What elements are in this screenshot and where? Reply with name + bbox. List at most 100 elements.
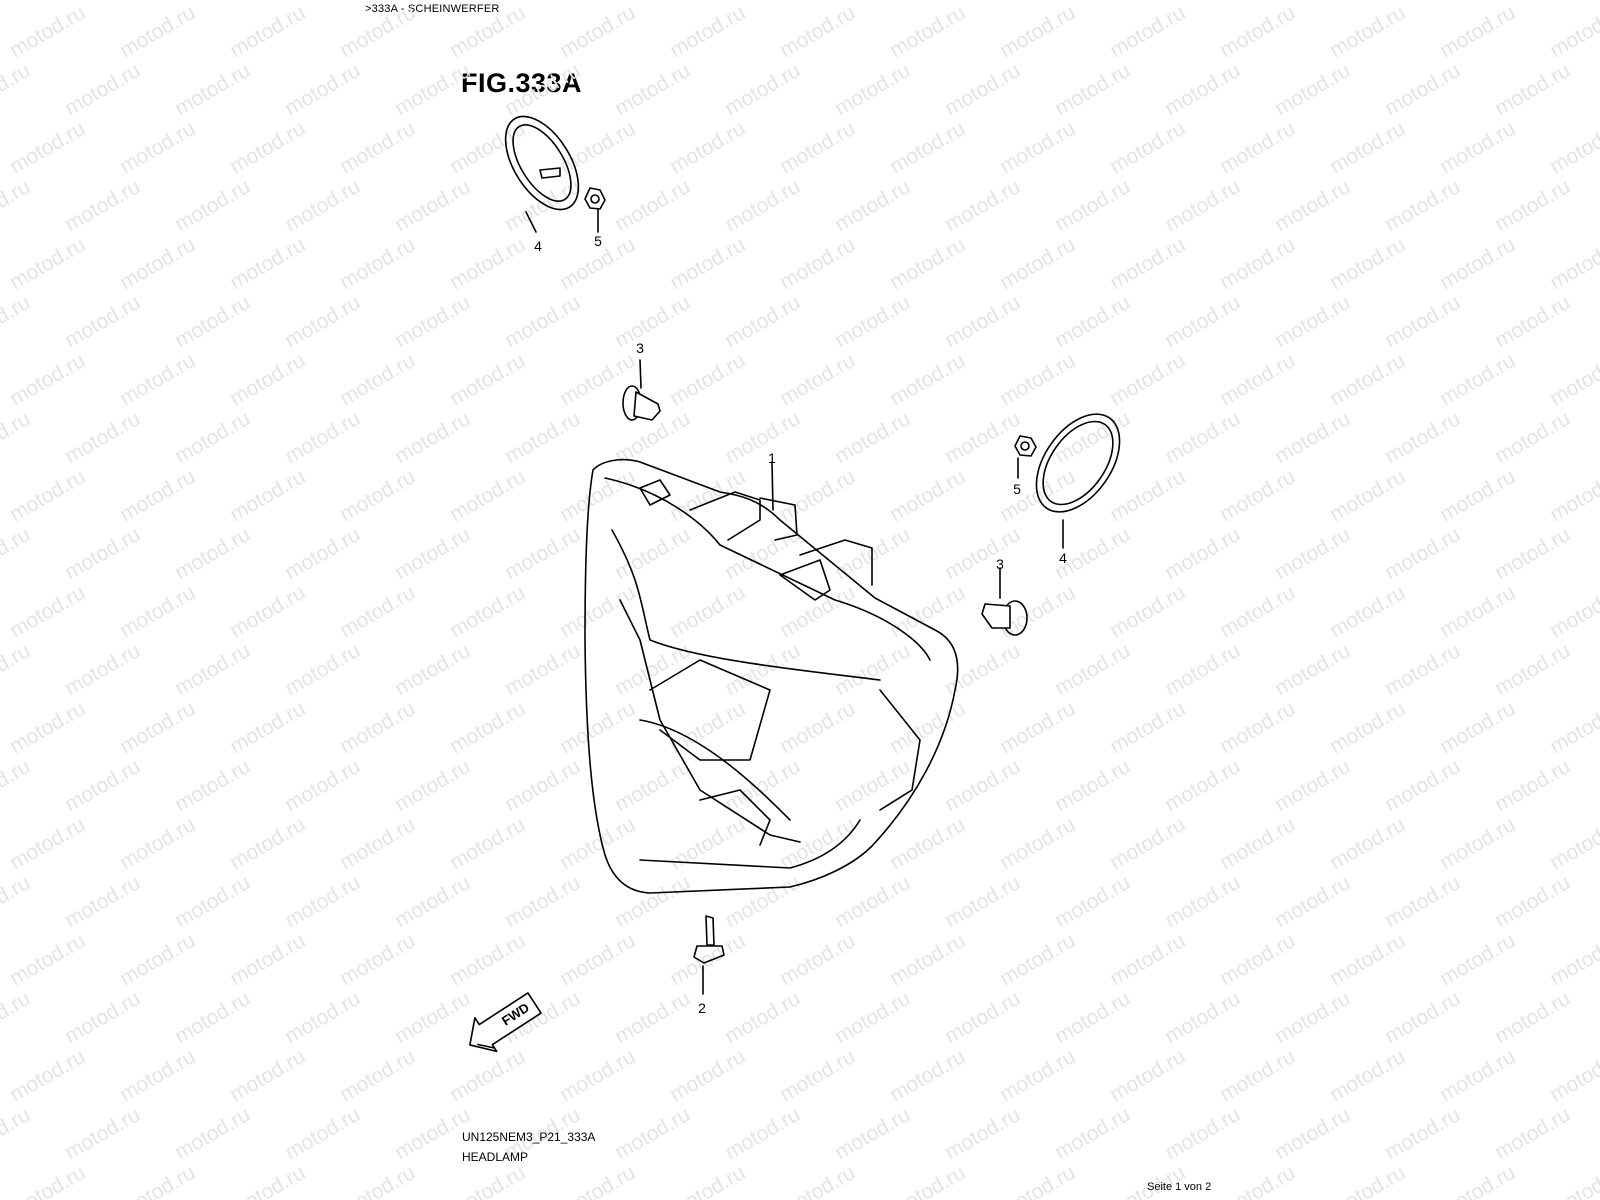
watermark-text: motod.ru (226, 233, 309, 294)
watermark-text: motod.ru (776, 697, 859, 758)
watermark-text: motod.ru (1436, 697, 1519, 758)
watermark-text: motod.ru (831, 407, 914, 468)
watermark-text: motod.ru (831, 175, 914, 236)
watermark-text: motod.ru (1271, 871, 1354, 932)
watermark-text: motod.ru (1051, 755, 1134, 816)
watermark-text: motod.ru (721, 1103, 804, 1164)
watermark-text: motod.ru (336, 697, 419, 758)
watermark-text: motod.ru (886, 233, 969, 294)
callout-1: 1 (768, 450, 776, 466)
watermark-text: motod.ru (391, 407, 474, 468)
watermark-text: motod.ru (1381, 871, 1464, 932)
watermark-text: motod.ru (1106, 349, 1189, 410)
watermark-text: motod.ru (1161, 755, 1244, 816)
watermark-text: motod.ru (226, 349, 309, 410)
watermark-text: motod.ru (1161, 407, 1244, 468)
watermark-text: motod.ru (1051, 639, 1134, 700)
watermark-text: motod.ru (1216, 1045, 1299, 1106)
watermark-text: motod.ru (941, 871, 1024, 932)
cover-part-right[interactable] (1019, 399, 1136, 549)
watermark-text: motod.ru (446, 1045, 529, 1106)
watermark-text: motod.ru (1051, 871, 1134, 932)
watermark-text: motod.ru (831, 59, 914, 120)
watermark-text: motod.ru (6, 349, 89, 410)
watermark-text: motod.ru (556, 1, 639, 62)
watermark-text: motod.ru (1161, 523, 1244, 584)
watermark-text: motod.ru (446, 233, 529, 294)
watermark-text: motod.ru (281, 639, 364, 700)
grommet-part-left[interactable] (622, 359, 661, 421)
watermark-text: motod.ru (116, 697, 199, 758)
watermark-text: motod.ru (1326, 1, 1409, 62)
watermark-text: motod.ru (831, 871, 914, 932)
watermark-text: motod.ru (996, 233, 1079, 294)
watermark-text: motod.ru (1436, 1045, 1519, 1106)
watermark-text: motod.ru (611, 871, 694, 932)
watermark-text: motod.ru (0, 291, 34, 352)
callout-2: 2 (698, 1000, 706, 1016)
watermark-text: motod.ru (886, 349, 969, 410)
watermark-text: motod.ru (0, 523, 34, 584)
watermark-text: motod.ru (1271, 291, 1354, 352)
figure-title: FIG.333A (461, 68, 583, 98)
watermark-text: motod.ru (171, 175, 254, 236)
watermark-text: motod.ru (1106, 697, 1189, 758)
watermark-text: motod.ru (1216, 465, 1299, 526)
watermark-text: motod.ru (1326, 581, 1409, 642)
watermark-text: motod.ru (0, 755, 34, 816)
watermark-text: motod.ru (6, 697, 89, 758)
watermark-text: motod.ru (666, 1161, 749, 1200)
watermark-text: motod.ru (1051, 291, 1134, 352)
watermark-text: motod.ru (336, 349, 419, 410)
watermark-text: motod.ru (1161, 175, 1244, 236)
watermark-text: motod.ru (281, 291, 364, 352)
headlamp-assembly[interactable] (584, 458, 959, 894)
watermark-text: motod.ru (116, 349, 199, 410)
watermark-text: motod.ru (446, 697, 529, 758)
watermark-text: motod.ru (721, 407, 804, 468)
breadcrumb: >333A - SCHEINWERFER (365, 3, 500, 15)
watermark-text: motod.ru (391, 523, 474, 584)
watermark-text: motod.ru (0, 871, 34, 932)
watermark-text: motod.ru (501, 291, 584, 352)
watermark-text: motod.ru (171, 407, 254, 468)
watermark-text: motod.ru (721, 755, 804, 816)
watermark-text: motod.ru (1546, 813, 1600, 874)
watermark-text: motod.ru (171, 291, 254, 352)
watermark-text: motod.ru (721, 175, 804, 236)
watermark-text: motod.ru (1381, 755, 1464, 816)
nut-part-left[interactable] (584, 187, 606, 233)
watermark-text: motod.ru (281, 407, 364, 468)
watermark-text: motod.ru (6, 929, 89, 990)
cover-part-left[interactable] (491, 104, 594, 233)
watermark-text: motod.ru (0, 639, 34, 700)
watermark-text: motod.ru (0, 0, 34, 4)
watermark-text: motod.ru (776, 1161, 859, 1200)
nut-part-right[interactable] (1014, 435, 1037, 479)
watermark-text: motod.ru (336, 813, 419, 874)
watermark-text: motod.ru (1546, 117, 1600, 178)
watermark-text: motod.ru (226, 1, 309, 62)
bolt-part[interactable] (693, 915, 725, 995)
watermark-text: motod.ru (116, 117, 199, 178)
watermark-text: motod.ru (1491, 59, 1574, 120)
watermark-text: motod.ru (116, 929, 199, 990)
watermark-text: motod.ru (336, 233, 419, 294)
watermark-text: motod.ru (831, 639, 914, 700)
watermark-text: motod.ru (776, 233, 859, 294)
watermark-text: motod.ru (336, 117, 419, 178)
watermark-text: motod.ru (1271, 639, 1354, 700)
watermark-text: motod.ru (61, 871, 144, 932)
grommet-part-right[interactable] (981, 567, 1028, 636)
watermark-text: motod.ru (501, 871, 584, 932)
watermark-text: motod.ru (611, 987, 694, 1048)
watermark-text: motod.ru (941, 755, 1024, 816)
watermark-text: motod.ru (61, 59, 144, 120)
watermark-text: motod.ru (1161, 987, 1244, 1048)
watermark-text: motod.ru (116, 1161, 199, 1200)
watermark-text: motod.ru (1106, 581, 1189, 642)
fwd-arrow-icon (469, 992, 542, 1053)
watermark-text: motod.ru (886, 1, 969, 62)
watermark-text: motod.ru (666, 581, 749, 642)
